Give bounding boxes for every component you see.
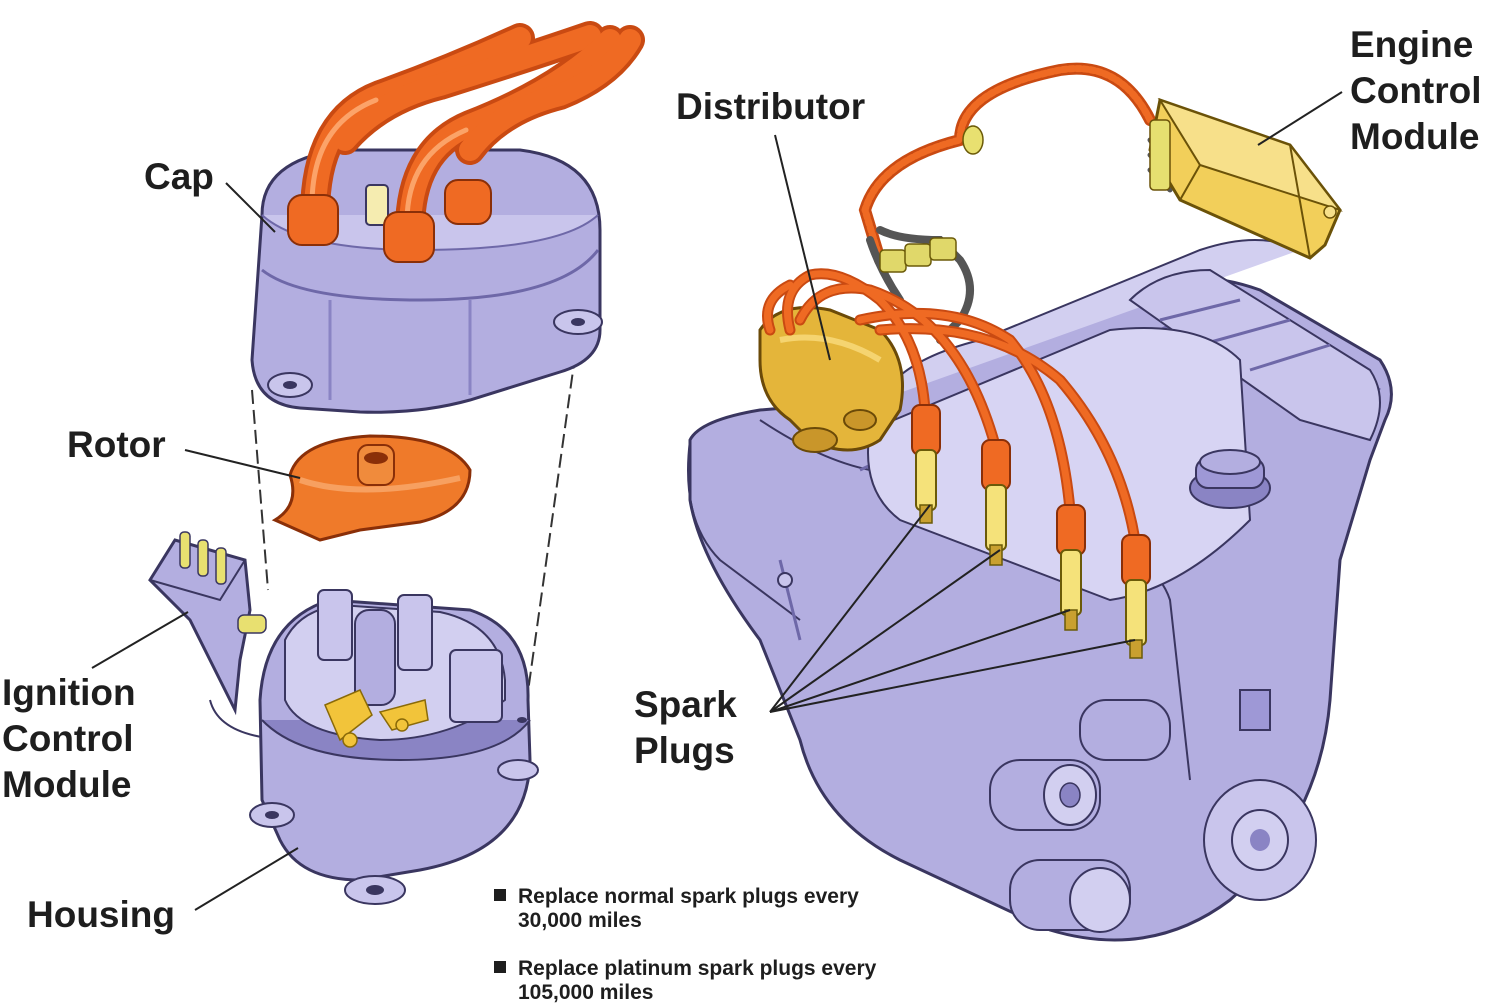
label-housing: Housing	[27, 894, 175, 935]
bullet-square	[494, 961, 506, 973]
label-ecm-line-2: Control	[1350, 70, 1482, 111]
distributor-housing	[249, 589, 539, 905]
label-ignition-line-2: Control	[2, 718, 134, 759]
note-1-line-2: 30,000 miles	[518, 909, 642, 932]
assembly-guide-lines	[251, 334, 579, 721]
label-spark-line-1: Spark	[634, 684, 737, 725]
label-ignition-control-module: Ignition Control Module	[2, 670, 136, 808]
label-ignition-line-3: Module	[2, 764, 132, 805]
label-ecm-line-3: Module	[1350, 116, 1480, 157]
distributor-on-engine	[758, 306, 904, 453]
engine-plug-wires	[762, 268, 1141, 546]
label-distributor: Distributor	[676, 86, 866, 127]
label-rotor: Rotor	[67, 424, 166, 465]
label-spark-plugs: Spark Plugs	[634, 682, 737, 774]
harness-connector	[879, 237, 957, 273]
note-1-line-1: Replace normal spark plugs every	[518, 885, 859, 908]
rotor	[271, 434, 472, 542]
ignition-control-module-part	[148, 531, 301, 741]
leader-lines	[91, 91, 1343, 911]
label-spark-line-2: Plugs	[634, 730, 735, 771]
label-cap: Cap	[144, 156, 214, 197]
note-2-line-1: Replace platinum spark plugs every	[518, 957, 877, 980]
bullet-square	[494, 889, 506, 901]
cap-boots	[287, 179, 492, 263]
spark-plugs	[911, 404, 1151, 659]
label-ignition-line-1: Ignition	[2, 672, 136, 713]
label-ecm-line-1: Engine	[1350, 24, 1474, 65]
cap-plug-wires	[300, 21, 645, 245]
engine-control-module-part	[1148, 98, 1343, 260]
label-engine-control-module: Engine Control Module	[1350, 22, 1482, 160]
note-2-line-2: 105,000 miles	[518, 981, 654, 1004]
